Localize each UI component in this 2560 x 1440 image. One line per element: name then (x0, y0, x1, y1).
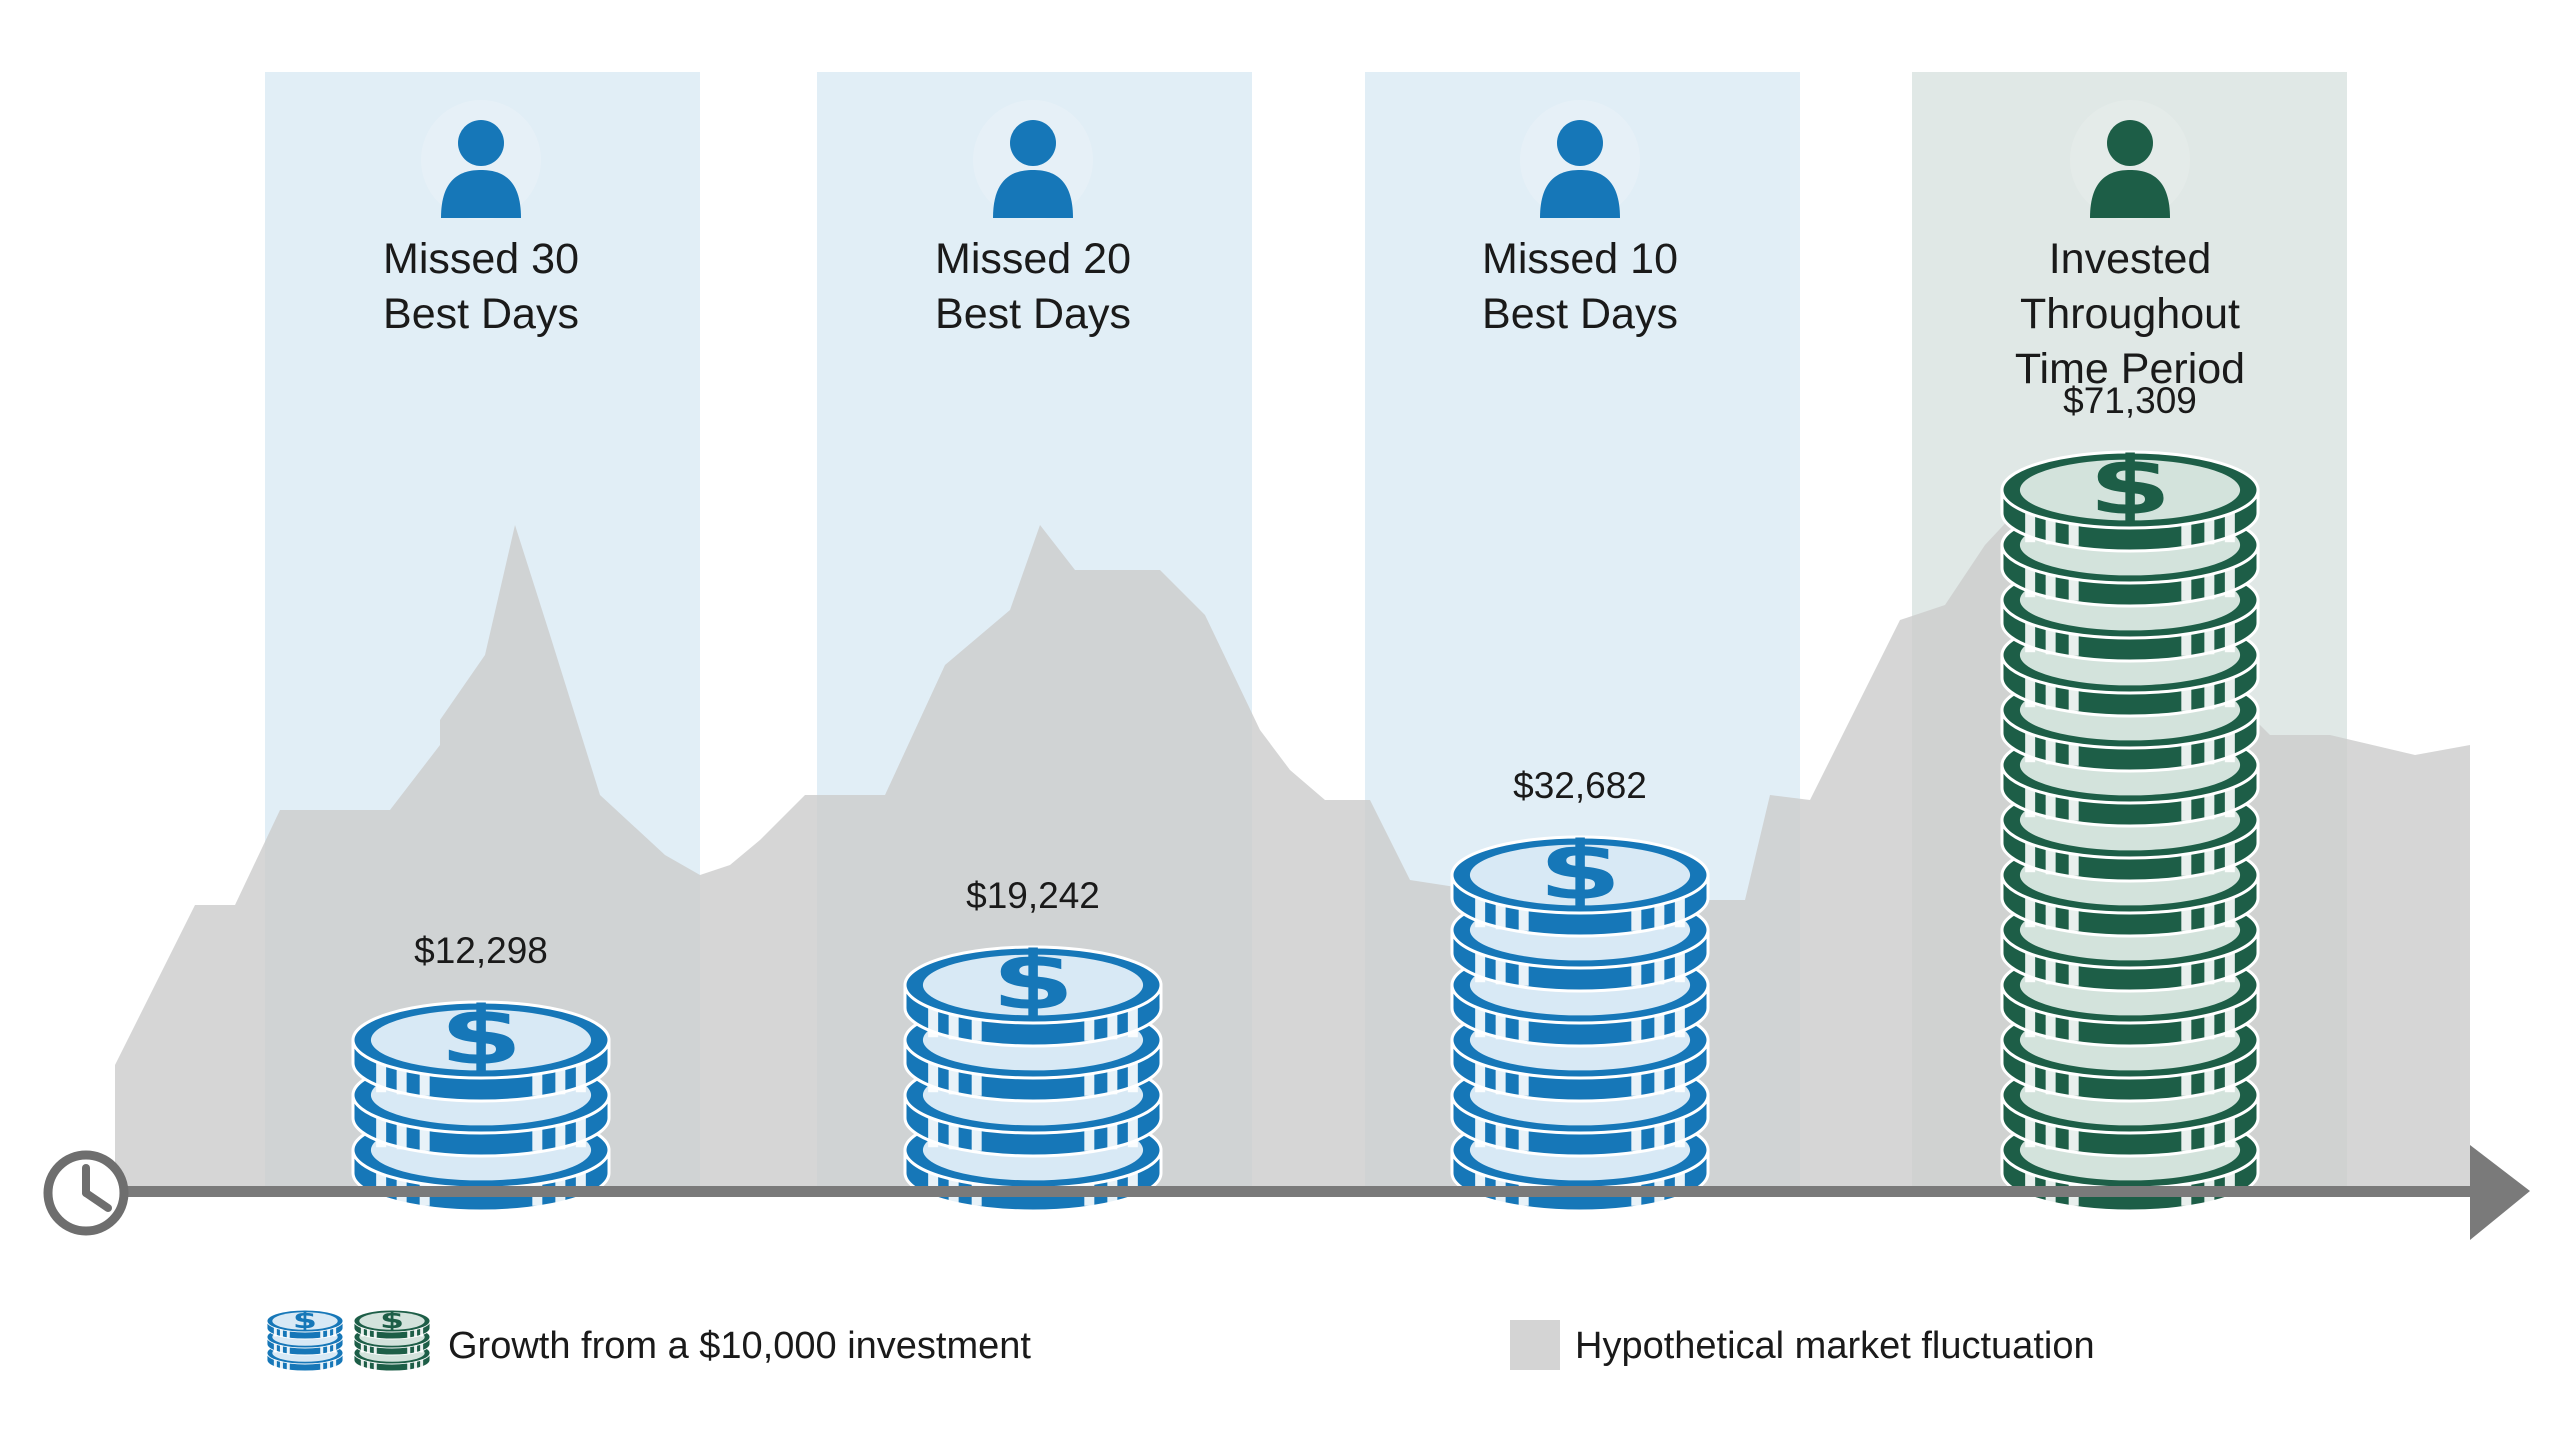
panel-title-line: Best Days (935, 290, 1131, 338)
coin-stack: $ (351, 990, 611, 1213)
person-icon (2070, 100, 2190, 220)
amount-missed-30: $12,298 (414, 930, 548, 971)
person-icon (973, 100, 1093, 220)
panel-title-missed-20: Missed 20 Best Days (813, 232, 1253, 342)
legend-coins-label: Growth from a $10,000 investment (448, 1325, 1031, 1367)
panel-title-line: Throughout (2020, 290, 2240, 338)
dollar-sign-icon: $ (1538, 825, 1621, 918)
dollar-sign-icon: $ (439, 990, 522, 1083)
panel-title-line: Missed 20 (935, 235, 1131, 283)
panel-title-line: Best Days (383, 290, 579, 338)
coin (266, 1309, 344, 1340)
coin-stack: $ (903, 935, 1163, 1213)
market-fluctuation-area (115, 470, 2470, 1192)
panel-title-line: Invested (2048, 235, 2212, 283)
amount-missed-10: $32,682 (1513, 765, 1647, 806)
dollar-sign-icon: $ (2088, 440, 2171, 533)
panel-title-line: Time Period (2014, 345, 2246, 393)
legend-market-label: Hypothetical market fluctuation (1575, 1325, 2095, 1367)
coin-stack: $ (2000, 440, 2260, 1213)
dollar-sign-icon: $ (293, 1307, 317, 1334)
coin-stack: $ (266, 1307, 344, 1372)
panel-title-line: Best Days (1482, 290, 1678, 338)
axis-line (110, 1186, 2480, 1197)
coin (1450, 835, 1710, 938)
coin (353, 1309, 431, 1340)
coin (351, 1000, 611, 1103)
panel-content: $ $ $ $ (351, 100, 2260, 1213)
panel-title-missed-10: Missed 10 Best Days (1360, 232, 1800, 342)
person-icon (421, 100, 541, 220)
panel-title-line: Missed 10 (1482, 235, 1678, 283)
axis-arrowhead (2470, 1145, 2530, 1240)
coin (903, 945, 1163, 1048)
person-icon (1520, 100, 1640, 220)
amount-invested: $71,309 (2063, 380, 2197, 421)
amount-missed-20: $19,242 (966, 875, 1100, 916)
panel-title-missed-30: Missed 30 Best Days (261, 232, 701, 342)
dollar-sign-icon: $ (991, 935, 1074, 1028)
legend-coins-icon: $$ (266, 1307, 431, 1372)
coin-stack: $ (353, 1307, 431, 1372)
clock-icon (43, 1150, 129, 1236)
legend-market-swatch (1510, 1320, 1560, 1370)
panel-title-line: Missed 30 (383, 235, 579, 283)
time-axis (110, 1145, 2530, 1240)
coin (2000, 450, 2260, 553)
dollar-sign-icon: $ (380, 1307, 404, 1334)
coin-stack: $ (1450, 825, 1710, 1213)
